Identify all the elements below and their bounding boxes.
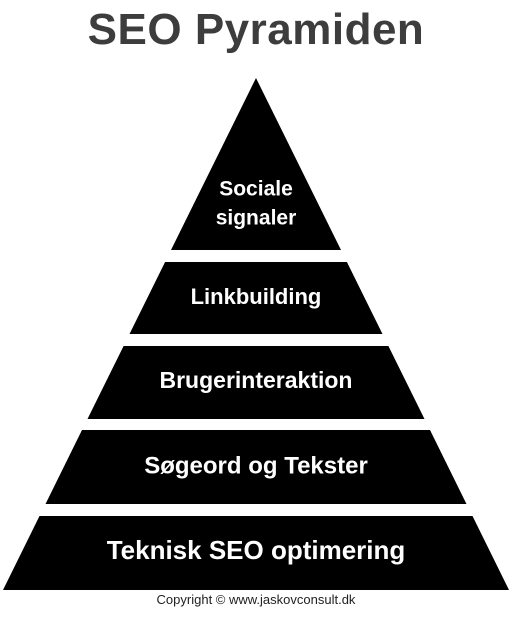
- pyramid-level-label: signaler: [216, 207, 297, 230]
- pyramid-level-shape: [87, 346, 425, 419]
- pyramid-level-label: Søgeord og Tekster: [144, 452, 368, 479]
- pyramid-level-4: Søgeord og Tekster: [45, 430, 467, 504]
- page-title: SEO Pyramiden: [87, 5, 425, 54]
- pyramid-level-1: Sociale signaler: [171, 78, 341, 250]
- pyramid-level-label: Teknisk SEO optimering: [107, 535, 406, 565]
- pyramid-level-label: Brugerinteraktion: [160, 367, 353, 393]
- pyramid-level-2: Linkbuilding: [129, 262, 383, 334]
- pyramid-level-5: Teknisk SEO optimering: [3, 516, 509, 590]
- pyramid-level-shape: [45, 430, 467, 504]
- copyright-notice: Copyright © www.jaskovconsult.dk: [156, 592, 356, 607]
- pyramid-level-shape: [3, 516, 509, 590]
- pyramid-level-shape: [171, 78, 341, 250]
- pyramid-level-label: Linkbuilding: [191, 284, 322, 309]
- pyramid-level-label: Sociale: [219, 178, 293, 201]
- pyramid-level-3: Brugerinteraktion: [87, 346, 425, 419]
- pyramid-level-shape: [129, 262, 383, 334]
